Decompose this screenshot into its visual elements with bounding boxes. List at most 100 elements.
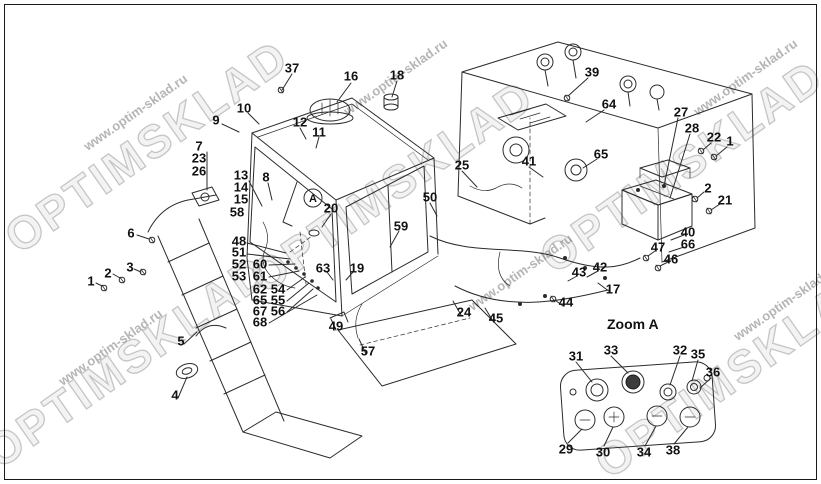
bolt-icon (148, 236, 156, 244)
zoom-panel-group (559, 355, 717, 451)
callout-39: 39 (584, 64, 600, 80)
callout-34: 34 (636, 444, 652, 460)
callout-33: 33 (603, 342, 619, 358)
air-cleaner-icon (502, 136, 530, 164)
callout-62: 62 (252, 281, 268, 297)
callout-26: 26 (191, 163, 207, 179)
callout-2: 2 (104, 265, 112, 281)
callout-28: 28 (684, 120, 700, 136)
callout-17: 17 (605, 281, 621, 297)
callout-66: 66 (680, 236, 696, 252)
callout-50: 50 (422, 189, 438, 205)
callout-3: 3 (126, 259, 134, 275)
callout-27: 27 (673, 104, 689, 120)
switch-icon (646, 405, 668, 427)
callout-1: 1 (87, 273, 95, 289)
callout-13: 13 (233, 167, 249, 183)
bolt-icon (697, 147, 705, 155)
bolt-icon (705, 207, 713, 215)
callout-51: 51 (231, 244, 247, 260)
bolt-icon (549, 295, 557, 303)
section-a-marker: A (303, 188, 323, 208)
callout-5: 5 (177, 333, 185, 349)
callout-2: 2 (704, 180, 712, 196)
callout-4: 4 (171, 387, 179, 403)
roller-icon (175, 363, 199, 379)
bolt-icon (277, 86, 285, 94)
cab-harness-icon (262, 221, 296, 289)
leader-lines (95, 73, 728, 399)
callout-35: 35 (690, 346, 706, 362)
callout-48: 48 (231, 233, 247, 249)
callout-31: 31 (568, 348, 584, 364)
left-frame-group (147, 186, 363, 459)
callout-61: 61 (252, 268, 268, 284)
callout-53: 53 (231, 268, 247, 284)
callout-14: 14 (233, 179, 249, 195)
callout-20: 20 (323, 200, 339, 216)
bolt-icon (118, 276, 126, 284)
grab-handle-icon (195, 324, 227, 337)
front-lamp-icon (191, 186, 220, 207)
callout-23: 23 (191, 150, 207, 166)
callout-21: 21 (717, 192, 733, 208)
callout-59: 59 (393, 218, 409, 234)
callout-9: 9 (212, 112, 220, 128)
main-harness-icon (429, 235, 641, 268)
callout-45: 45 (488, 310, 504, 326)
bolt-icon (563, 94, 571, 102)
callout-19: 19 (349, 260, 365, 276)
cab-group (246, 86, 439, 317)
callout-56: 56 (270, 303, 286, 319)
bolt-icon (642, 254, 650, 262)
bolt-icon (691, 195, 699, 203)
callout-10: 10 (236, 100, 252, 116)
callout-54: 54 (270, 281, 286, 297)
callout-29: 29 (558, 441, 574, 457)
callout-30: 30 (595, 444, 611, 460)
callout-22: 22 (706, 129, 722, 145)
switch-icon (574, 409, 596, 431)
zoom-panel-plate (559, 361, 717, 451)
callout-25: 25 (454, 157, 470, 173)
callout-32: 32 (672, 342, 688, 358)
callout-37: 37 (284, 60, 300, 76)
callout-7: 7 (195, 138, 203, 154)
bolt-icon (100, 284, 108, 292)
callout-68: 68 (252, 314, 268, 330)
callout-38: 38 (665, 442, 681, 458)
callout-8: 8 (262, 169, 270, 185)
callout-43: 43 (571, 264, 587, 280)
callout-58: 58 (229, 204, 245, 220)
callout-65: 65 (252, 292, 268, 308)
callout-11: 11 (312, 124, 326, 140)
callout-63: 63 (315, 260, 331, 276)
wiper-icon (282, 181, 298, 223)
callout-12: 12 (292, 114, 308, 130)
callout-36: 36 (705, 364, 721, 380)
chassis-group (329, 299, 517, 387)
zoom-a-label: Zoom A (607, 316, 659, 332)
switch-icon (603, 406, 625, 428)
gauge-icon (621, 370, 645, 394)
callout-60: 60 (252, 256, 268, 272)
callout-64: 64 (601, 96, 617, 112)
beacon-lamp-icon (309, 98, 351, 122)
bolt-icon (654, 264, 662, 272)
callout-41: 41 (521, 153, 537, 169)
switch-icon (659, 383, 677, 401)
callout-40: 40 (680, 224, 696, 240)
svg-text:A: A (309, 193, 317, 205)
bolt-icon (710, 153, 718, 161)
callout-44: 44 (558, 294, 574, 310)
callout-15: 15 (233, 191, 249, 207)
callout-18: 18 (389, 67, 405, 83)
callout-6: 6 (127, 225, 135, 241)
callout-55: 55 (270, 292, 286, 308)
callout-16: 16 (343, 68, 359, 84)
callout-47: 47 (650, 239, 666, 255)
callout-1: 1 (726, 133, 734, 149)
